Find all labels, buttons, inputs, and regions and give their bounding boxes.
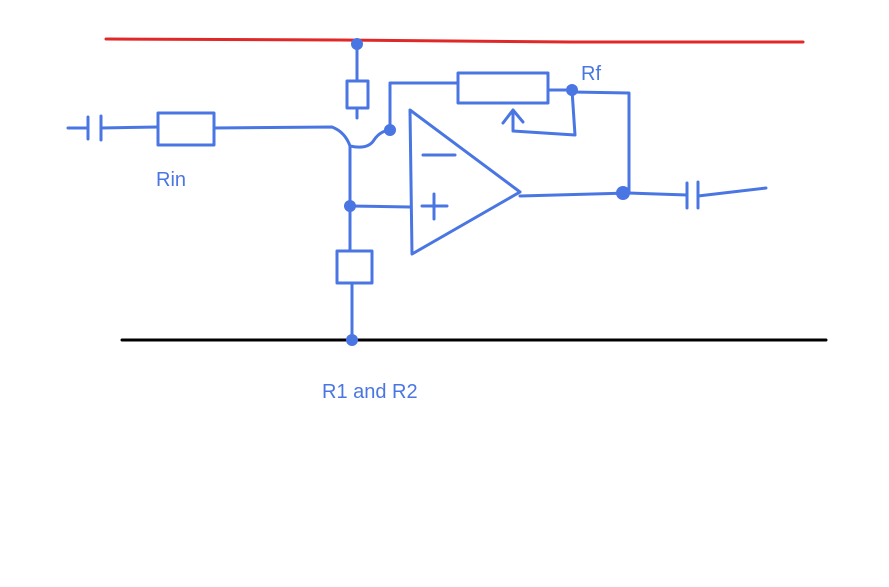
non-inverting-wire [348,204,412,209]
feedback-wire-right [570,90,631,195]
feedback-wire-left [388,81,460,132]
output-capacitor [685,180,768,210]
junction-divider [344,200,356,212]
junctions [344,38,630,346]
op-amp [408,108,522,256]
rf-potentiometer [456,71,550,105]
rf-label: Rf [581,63,601,85]
input-wire [212,125,392,149]
r1-r2-label: R1 and R2 [322,381,418,403]
rin-label: Rin [156,169,186,191]
junction-rf [566,84,578,96]
wiper-arrow [501,108,525,125]
circuit [66,42,768,342]
junction-supply [351,38,363,50]
junction-output [616,186,630,200]
junction-inverting [384,124,396,136]
junction-ground [346,334,358,346]
wiper-wire [511,88,577,137]
input-capacitor [66,114,160,142]
r2-resistor [335,249,374,285]
supply-rail [104,37,805,44]
output-wire [518,191,689,198]
rin-resistor [156,111,216,147]
r1-resistor [345,79,370,110]
